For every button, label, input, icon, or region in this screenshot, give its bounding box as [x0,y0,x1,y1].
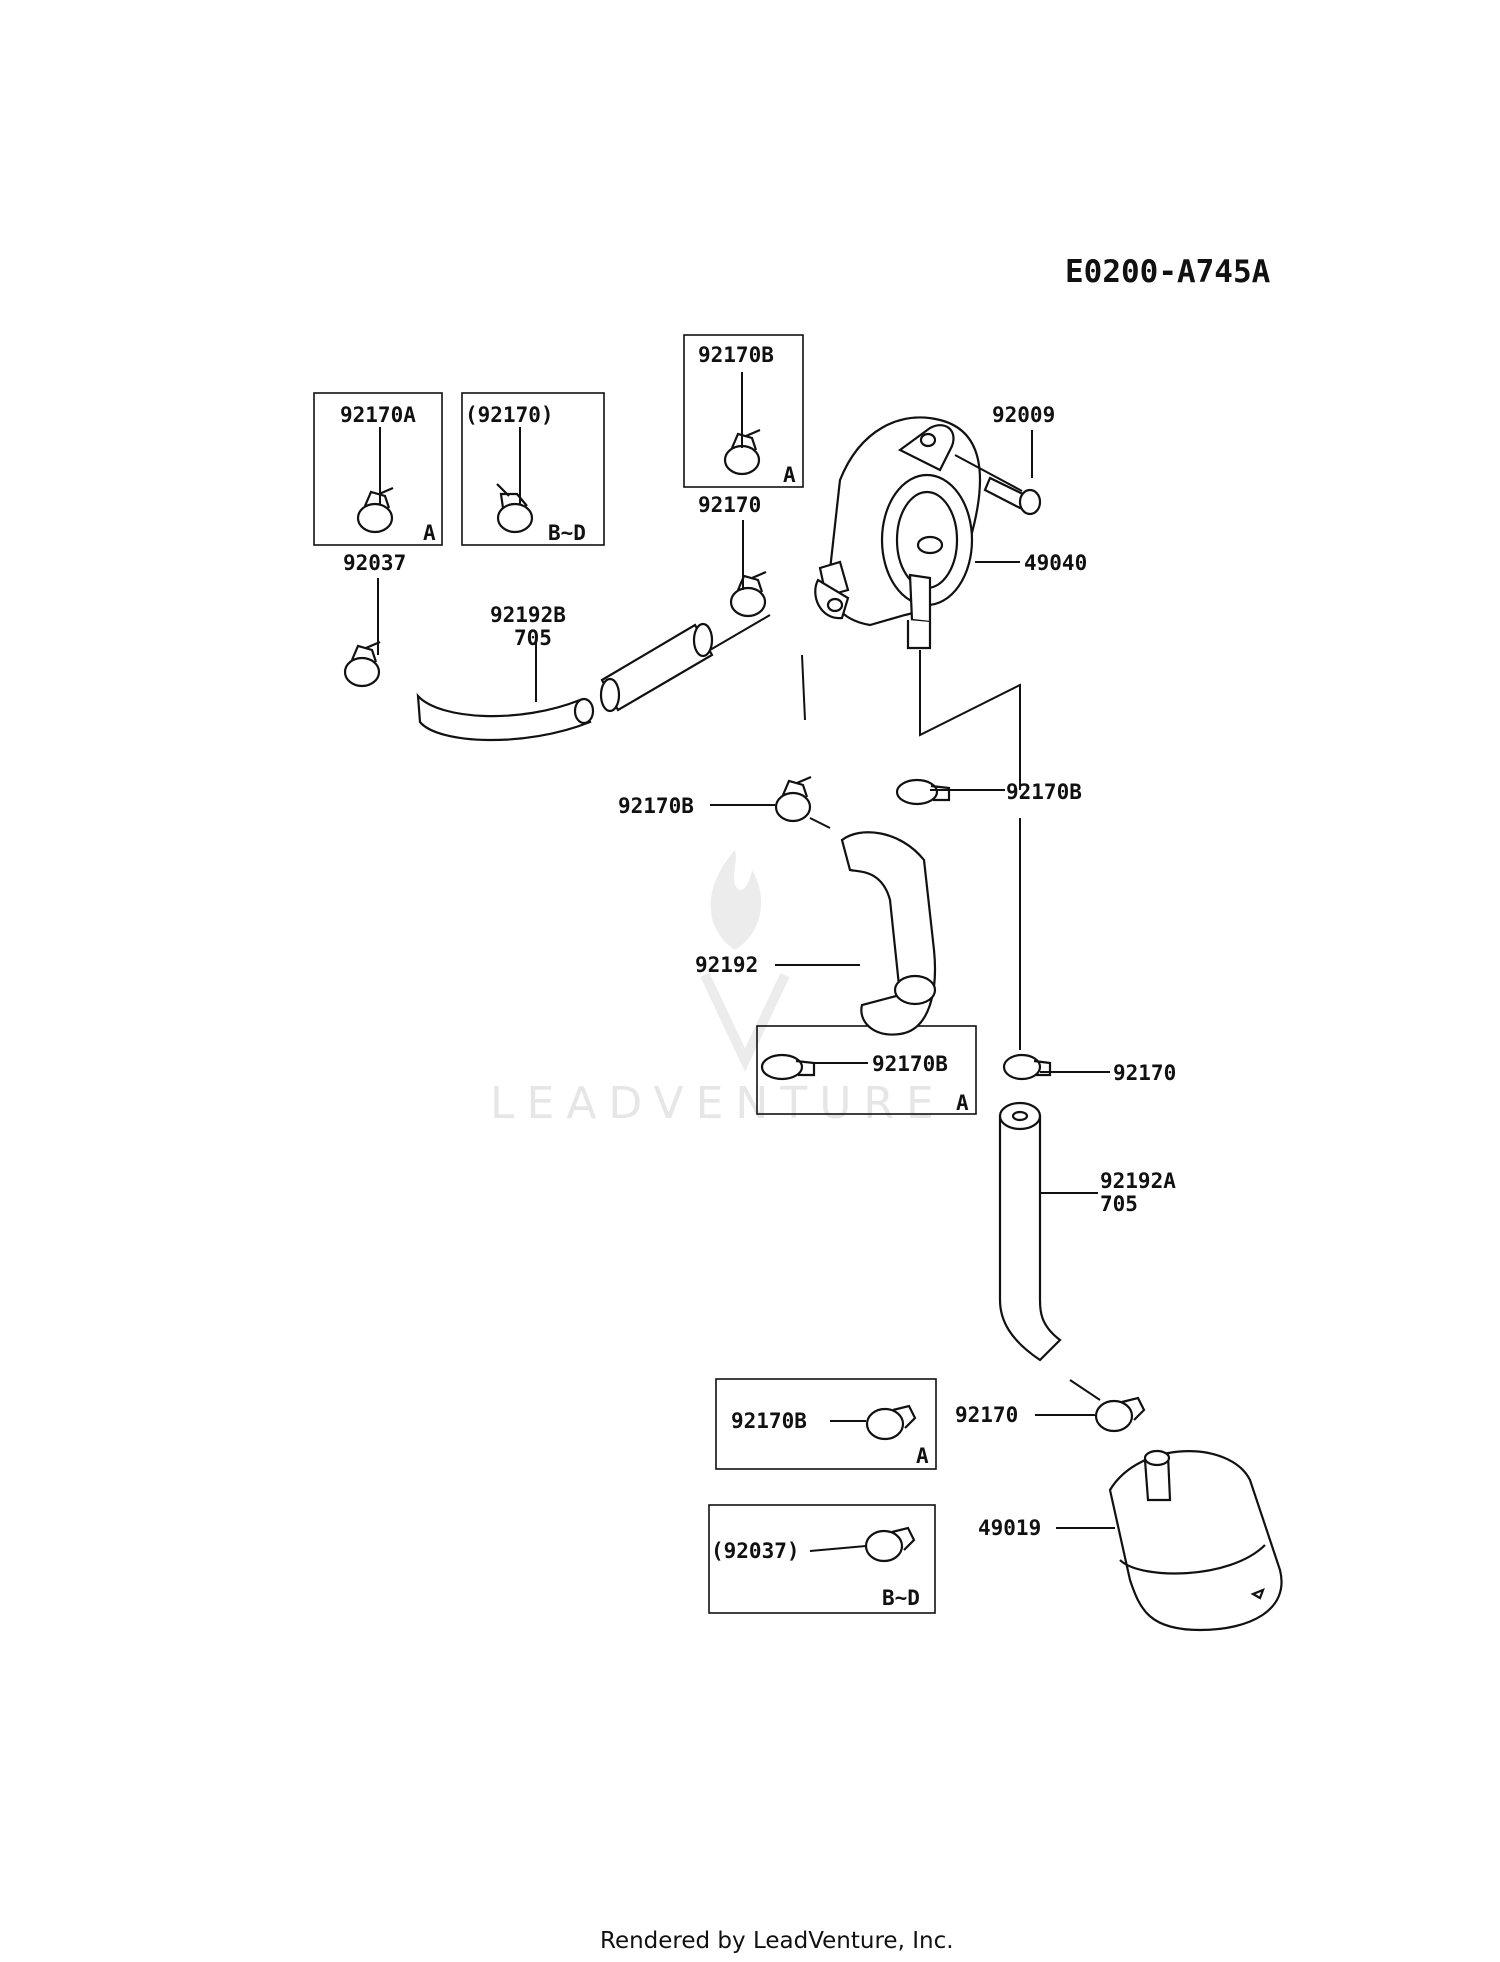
watermark-v-icon [700,972,790,1072]
label-note-a: A [916,1444,929,1468]
label-92170-mid: 92170 [1113,1061,1176,1085]
clamp-icon [729,570,767,618]
hose-end [599,677,621,713]
fuel-pump-49040 [814,416,982,650]
screw-92009 [983,476,1042,516]
label-note-bd: B~D [548,521,586,545]
label-92170b-right: 92170B [1006,780,1082,804]
label-92170b-low: 92170B [731,1409,807,1433]
label-92037: 92037 [343,551,406,575]
clamp-icon [760,1053,816,1081]
watermark: LEADVENTURE [490,850,946,1129]
label-92192b: 92192B [490,603,566,627]
hose-end [1011,1110,1029,1122]
label-49040: 49040 [1024,551,1087,575]
clamp-icon [864,1526,916,1563]
diagram-id: E0200-A745A [1065,254,1271,290]
clamp-icon [895,778,951,806]
hose-end [893,974,937,1006]
hose-end [692,622,714,658]
label-92170-upper: 92170 [698,493,761,517]
hose-92192b-left [416,692,592,742]
clamp-icon [723,428,761,476]
label-92037-paren: (92037) [711,1539,800,1563]
watermark-text: LEADVENTURE [490,1078,946,1129]
label-note-a: A [783,463,796,487]
leader-lines [377,372,1115,1552]
label-92009: 92009 [992,403,1055,427]
label-92170-paren: (92170) [465,403,554,427]
clamp-icon [865,1404,917,1441]
label-49019: 49019 [978,1516,1041,1540]
clamp-icon [1002,1053,1052,1081]
clamp-icon [1094,1396,1146,1433]
label-note-bd: B~D [882,1586,920,1610]
label-92170b-mid: 92170B [872,1052,948,1076]
label-note-a: A [423,521,436,545]
hose-92192a [998,1114,1062,1362]
inset-box-92170b-mid [756,1025,977,1115]
watermark-flame-icon [710,850,762,950]
inset-box-92170a [313,392,443,546]
inset-box-92170-bd [461,392,605,546]
inset-box-92170b-top [683,334,804,488]
footer-credit: Rendered by LeadVenture, Inc. [600,1928,954,1954]
hose-end [573,697,595,725]
clamp-icon [343,640,381,688]
clamp-icon [774,775,812,823]
label-92192: 92192 [695,953,758,977]
label-92170-low: 92170 [955,1403,1018,1427]
label-92192a-sub: 705 [1100,1192,1138,1216]
fuel-filter-49019 [1108,1449,1283,1632]
label-note-a: A [956,1091,969,1115]
inset-box-92170b-low [715,1378,937,1470]
inset-box-92037-bd [708,1504,936,1614]
label-92170b-top: 92170B [698,343,774,367]
label-92170b-left: 92170B [618,794,694,818]
label-92170a: 92170A [340,403,416,427]
label-92192a: 92192A [1100,1169,1176,1193]
clamp-icon [496,483,534,534]
label-92192b-sub: 705 [514,626,552,650]
clamp-icon [356,486,394,534]
